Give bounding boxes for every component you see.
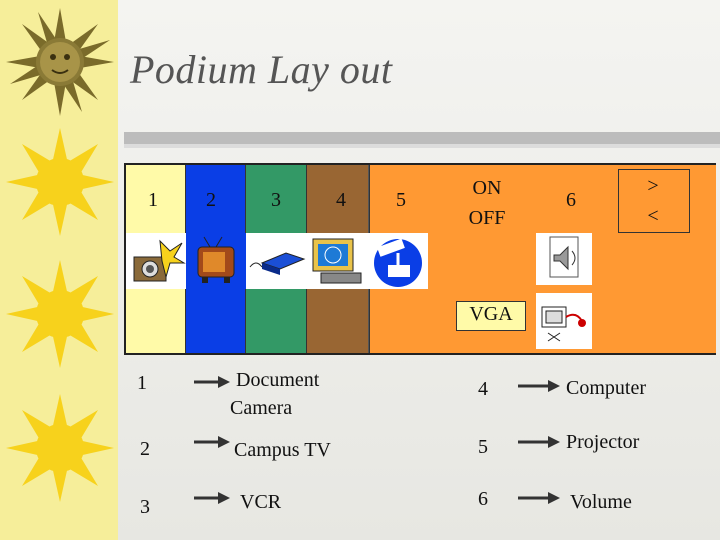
legend-num-1: 1	[137, 372, 147, 394]
column-2-number: 2	[206, 189, 216, 211]
legend-label-4: Computer	[566, 377, 646, 399]
legend-label-6: Volume	[570, 491, 632, 513]
column-1-number: 1	[148, 189, 158, 211]
volume-number: 6	[566, 189, 576, 211]
legend-num-4: 4	[478, 378, 488, 400]
legend-num-6: 6	[478, 488, 488, 510]
document-camera-icon	[126, 233, 186, 289]
power-off-label[interactable]: OFF	[468, 207, 506, 229]
sun-face-icon	[6, 8, 114, 116]
legend-num-5: 5	[478, 436, 488, 458]
title-rule-shadow	[124, 144, 720, 148]
sun-icon	[6, 394, 114, 502]
column-4-number: 4	[336, 189, 346, 211]
legend-num-3: 3	[140, 496, 150, 518]
volume-icon	[536, 233, 592, 285]
legend-label-5: Projector	[566, 431, 640, 453]
arrow-icon	[194, 436, 230, 448]
vcr-icon	[246, 233, 307, 289]
arrow-icon	[518, 436, 560, 448]
legend-label-3: VCR	[240, 491, 282, 513]
projector-icon	[370, 233, 428, 289]
computer-icon	[307, 233, 370, 289]
column-3-number: 3	[271, 189, 281, 211]
nav-up-button[interactable]: >	[647, 175, 659, 197]
legend-label-1b: Camera	[230, 397, 293, 419]
title-rule	[124, 132, 720, 144]
podium-diagram: 1 2 3 4 5 ON OFF 6 > <	[124, 163, 716, 355]
sun-icon	[6, 128, 114, 236]
nav-buttons	[618, 169, 690, 233]
legend-num-2: 2	[140, 438, 150, 460]
tv-icon	[186, 233, 246, 289]
page-title: Podium Lay out	[130, 47, 393, 92]
power-on-label[interactable]: ON	[472, 177, 502, 199]
vga-connector-icon	[536, 293, 592, 349]
arrow-icon	[518, 380, 560, 392]
arrow-icon	[518, 492, 560, 504]
legend-label-1a: Document	[236, 369, 320, 391]
arrow-icon	[194, 492, 230, 504]
sun-icon	[6, 260, 114, 368]
legend-label-2: Campus TV	[234, 439, 331, 461]
vga-label: VGA	[469, 303, 513, 325]
nav-down-button[interactable]: <	[647, 205, 659, 227]
arrow-icon	[194, 376, 230, 388]
vga-label-box	[456, 301, 526, 331]
column-5-number: 5	[396, 189, 406, 211]
